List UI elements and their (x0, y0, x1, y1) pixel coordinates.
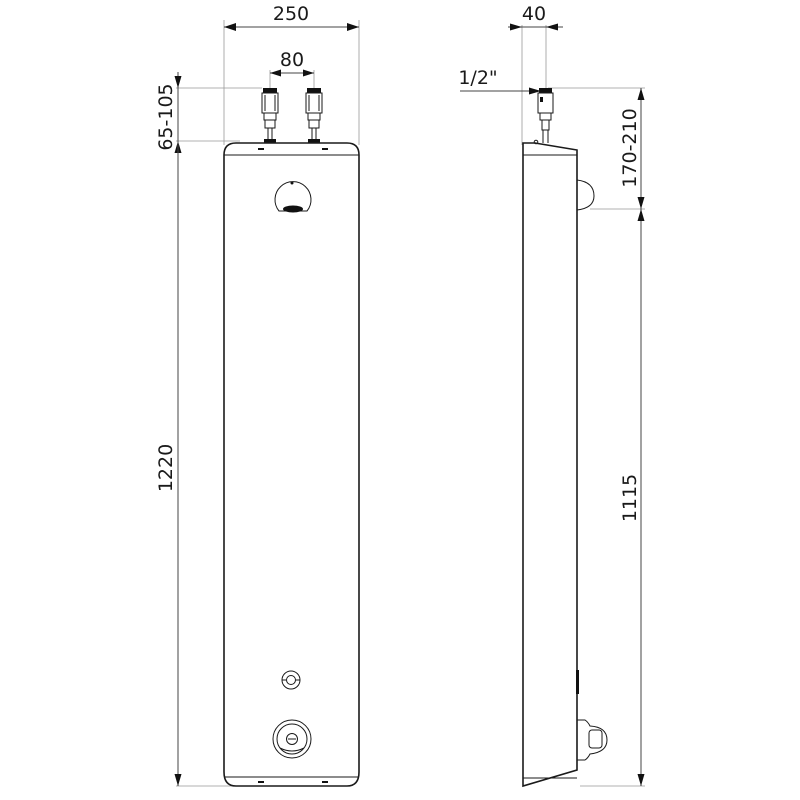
dimension-overall-height: 1220 (155, 141, 240, 787)
dim-label-80: 80 (280, 49, 304, 71)
inlet-valve-left (261, 88, 279, 143)
push-button-icon (281, 670, 301, 690)
front-view: 250 80 65-105 1220 (155, 3, 360, 787)
side-view: 40 1/2" 170-210 1115 (458, 3, 645, 788)
dimension-inlet-offset: 40 (508, 3, 563, 145)
dimension-thread: 1/2" (458, 67, 541, 95)
dim-label-65-105: 65-105 (155, 83, 177, 150)
dim-label-170-210: 170-210 (619, 108, 641, 187)
mixer-control-icon (272, 719, 312, 759)
shower-head-icon (274, 181, 312, 213)
dimension-inlet-height: 65-105 (155, 72, 262, 153)
panel-front (223, 142, 360, 787)
panel-side (522, 139, 608, 788)
inlet-valve-right (305, 88, 323, 143)
dim-label-250: 250 (273, 3, 309, 25)
dim-label-40: 40 (522, 3, 546, 25)
dimension-control-height: 1115 (580, 209, 645, 787)
dim-label-1220: 1220 (155, 444, 177, 492)
dim-label-thread: 1/2" (458, 67, 497, 89)
dimension-overall-width: 250 (223, 3, 360, 145)
side-inlet-valve (537, 88, 554, 143)
dimension-head-height: 170-210 (548, 87, 645, 210)
dimension-inlet-spacing: 80 (269, 49, 315, 90)
dim-label-1115: 1115 (619, 474, 641, 522)
